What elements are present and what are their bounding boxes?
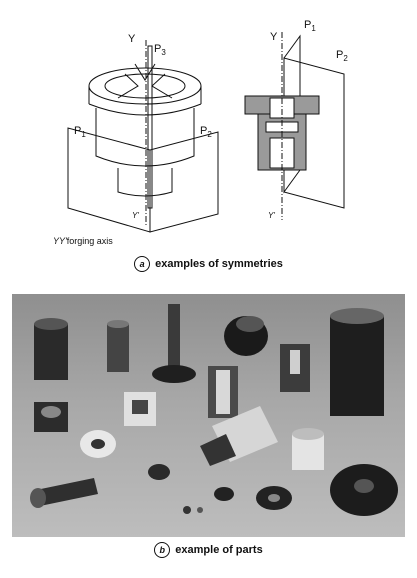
left-axis-top-label: Y [128, 33, 136, 45]
axis-note: YY'forging axis [53, 236, 113, 246]
plane-p3 [147, 45, 153, 209]
right-p1-label: P1 [304, 19, 316, 33]
parts-photo-drawing [30, 304, 398, 516]
top-rim-inner [104, 73, 186, 99]
part-slotted-cube [124, 392, 156, 426]
caption-a: a examples of symmetries [0, 256, 417, 272]
left-p3-label: P3 [154, 43, 166, 57]
caption-a-letter: a [134, 256, 151, 272]
part-cylinder-small [107, 320, 129, 372]
symmetry-diagram: Y P3 P1 P2 Y' Y P1 P2 Y' [67, 19, 348, 233]
right-p2-label: P2 [336, 49, 348, 63]
left-p2-label: P2 [200, 125, 212, 139]
caption-b-text: example of parts [175, 544, 263, 556]
part-comb-block [200, 406, 278, 466]
part-white-cylinder [292, 428, 324, 470]
right-labels: Y P1 P2 Y' [268, 19, 348, 220]
body-lower [88, 103, 202, 116]
left-labels: Y P3 P1 P2 Y' [74, 33, 212, 220]
right-axis-bottom-label: Y' [268, 211, 275, 220]
parts-photo [12, 294, 405, 537]
part-disc-large [330, 464, 398, 516]
part-large-cylinder-right [330, 308, 384, 416]
part-nut [148, 464, 170, 480]
caption-b-letter: b [154, 542, 171, 558]
caption-a-text: examples of symmetries [155, 258, 283, 270]
axis-note-axis: YY' [53, 236, 67, 246]
plane-p2 [149, 131, 219, 233]
part-ring-small [80, 430, 116, 458]
caption-b: b example of parts [0, 542, 417, 558]
neck [117, 168, 173, 197]
left-axis-bottom-label: Y' [132, 211, 139, 220]
left-drawing [67, 40, 219, 233]
part-slotted-block [280, 344, 310, 392]
right-drawing [244, 32, 345, 220]
part-cup [224, 316, 268, 356]
part-sleeve-mid [208, 366, 238, 418]
part-valve-stem [152, 304, 196, 383]
body-taper [95, 108, 195, 167]
part-tall-cylinder-left [34, 318, 68, 380]
part-flange [256, 486, 292, 510]
part-small-pieces [183, 487, 234, 514]
right-axis-top-label: Y [270, 31, 278, 43]
left-p1-label: P1 [74, 125, 86, 139]
part-bolt-lying [30, 478, 98, 508]
top-rim-outer [88, 67, 202, 105]
axis-note-text: forging axis [66, 236, 113, 246]
part-square-ring [34, 402, 68, 432]
